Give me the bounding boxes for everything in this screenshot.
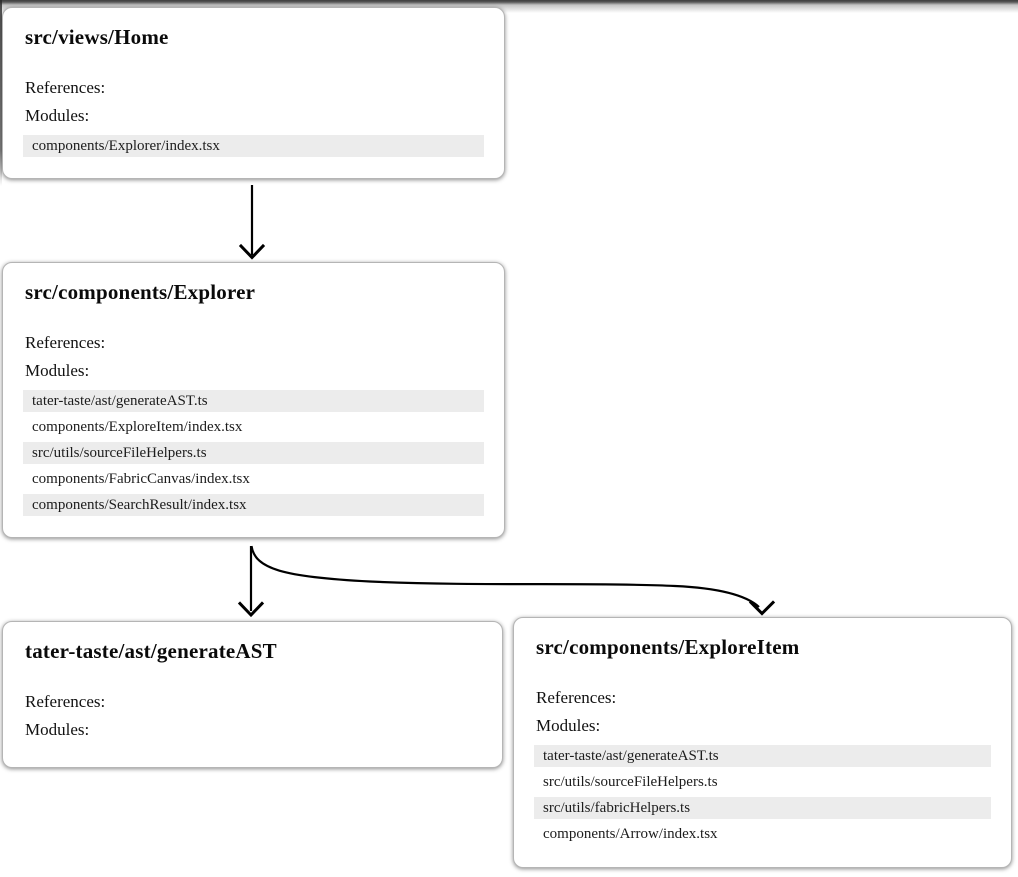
module-list: tater-taste/ast/generateAST.ts src/utils… <box>534 745 991 845</box>
references-label: References: <box>25 692 106 711</box>
edge-explorer-to-generateast-arrowhead-icon <box>237 601 265 618</box>
module-row: tater-taste/ast/generateAST.ts <box>23 390 484 412</box>
node-title: src/views/Home <box>25 25 169 49</box>
references-label: References: <box>25 78 106 97</box>
modules-label: Modules: <box>25 361 90 380</box>
modules-label: Modules: <box>25 720 90 739</box>
module-row: components/ExploreItem/index.tsx <box>32 419 243 435</box>
node-card-tater-taste-ast-generateast: tater-taste/ast/generateAST References: … <box>2 621 503 768</box>
node-title: src/components/Explorer <box>25 280 256 304</box>
module-list: tater-taste/ast/generateAST.ts component… <box>23 390 484 516</box>
module-row: src/utils/sourceFileHelpers.ts <box>543 774 718 790</box>
node-card-src-components-exploreitem: src/components/ExploreItem References: M… <box>513 617 1012 868</box>
module-row: components/FabricCanvas/index.tsx <box>32 471 250 487</box>
references-label: References: <box>25 333 106 352</box>
node-card-src-components-explorer: src/components/Explorer References: Modu… <box>2 262 505 538</box>
node-card-src-views-home: src/views/Home References: Modules: comp… <box>2 7 505 179</box>
node-title: src/components/ExploreItem <box>536 635 800 659</box>
node-title: tater-taste/ast/generateAST <box>25 639 277 663</box>
module-list: components/Explorer/index.tsx <box>23 135 484 157</box>
edge-explorer-to-exploreitem-curve <box>250 545 760 608</box>
module-row: src/utils/sourceFileHelpers.ts <box>23 442 484 464</box>
references-label: References: <box>536 688 617 707</box>
module-row: components/Arrow/index.tsx <box>543 826 718 842</box>
edge-home-to-explorer-arrowhead-icon <box>238 243 266 260</box>
module-row: src/utils/fabricHelpers.ts <box>534 797 991 819</box>
module-row: components/SearchResult/index.tsx <box>23 494 484 516</box>
module-row: components/Explorer/index.tsx <box>23 135 484 157</box>
modules-label: Modules: <box>536 716 601 735</box>
left-edge-shadow <box>0 0 2 188</box>
edge-explorer-to-exploreitem-arrowhead-icon <box>748 600 776 616</box>
module-row: tater-taste/ast/generateAST.ts <box>534 745 991 767</box>
modules-label: Modules: <box>25 106 90 125</box>
